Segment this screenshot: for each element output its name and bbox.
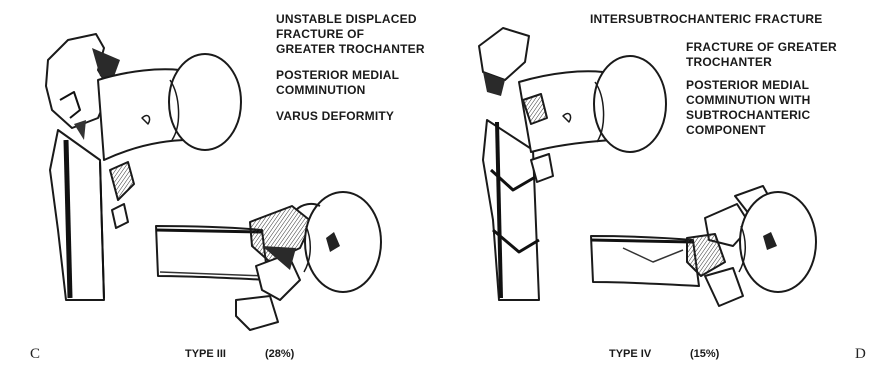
type-iii-percentage: (28%) [265, 348, 294, 360]
note-greater-trochanter-fracture: FRACTURE OF GREATER TROCHANTER [686, 40, 876, 70]
type-iv-percentage: (15%) [690, 348, 719, 360]
panel-letter-c: C [30, 346, 40, 363]
panel-type-iii: UNSTABLE DISPLACED FRACTURE OF GREATER T… [0, 0, 443, 368]
femoral-shaft-lower-iv [591, 236, 699, 286]
femoral-head-lower-iv [740, 192, 816, 292]
panel-type-iv: INTERSUBTROCHANTERIC FRACTURE FRACTURE O… [443, 0, 887, 368]
greater-trochanter-fragment-iv [479, 28, 529, 80]
type-iv-notes: FRACTURE OF GREATER TROCHANTER POSTERIOR… [686, 40, 876, 146]
femoral-head-iv [594, 56, 666, 152]
femoral-head [169, 54, 241, 150]
type-iv-label: TYPE IV [609, 348, 651, 360]
intersubtrochanteric-heading: INTERSUBTROCHANTERIC FRACTURE [590, 12, 822, 26]
note-varus-deformity: VARUS DEFORMITY [276, 109, 446, 124]
femoral-head-lower [305, 192, 381, 292]
lower-femur-view [156, 192, 381, 330]
femoral-shaft [50, 130, 104, 300]
note-posterior-medial: POSTERIOR MEDIAL COMMINUTION [276, 68, 446, 98]
note-posterior-medial-subtrochanteric: POSTERIOR MEDIAL COMMINUTION WITH SUBTRO… [686, 78, 876, 138]
lower-femur-view-iv [591, 186, 816, 306]
type-iii-label: TYPE III [185, 348, 226, 360]
type-iii-notes: UNSTABLE DISPLACED FRACTURE OF GREATER T… [276, 12, 446, 135]
note-unstable-displaced: UNSTABLE DISPLACED FRACTURE OF GREATER T… [276, 12, 446, 57]
panel-letter-d: D [855, 346, 866, 363]
